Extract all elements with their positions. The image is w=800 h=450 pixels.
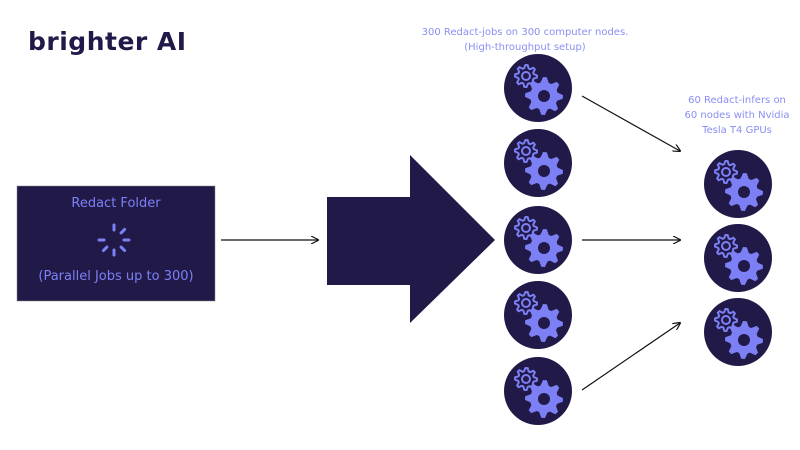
gears-icon: [503, 128, 573, 198]
jobs-label-line1: 300 Redact-jobs on 300 computer nodes.: [422, 27, 629, 38]
redact-infer-node-2[interactable]: [703, 223, 773, 293]
gears-icon: [503, 356, 573, 426]
spinner-icon: [97, 223, 131, 257]
gears-icon: [703, 223, 773, 293]
arrow-job-to-infer-1: [581, 95, 680, 151]
redact-job-node-4[interactable]: [503, 280, 573, 350]
redact-infer-node-1[interactable]: [703, 149, 773, 219]
redact-folder-box[interactable]: Redact Folder (Parallel Jobs up to 300): [16, 185, 216, 302]
redact-folder-title: Redact Folder: [71, 196, 161, 211]
redact-folder-subtitle: (Parallel Jobs up to 300): [38, 269, 193, 284]
gears-icon: [503, 205, 573, 275]
jobs-label-line2: (High-throughput setup): [464, 42, 586, 53]
spinner-dash: [101, 245, 109, 253]
infers-label-line3: Tesla T4 GPUs: [701, 125, 772, 136]
gears-icon: [703, 149, 773, 219]
spinner-dash: [119, 245, 127, 253]
redact-infer-node-3[interactable]: [703, 297, 773, 367]
gears-icon: [703, 297, 773, 367]
redact-job-node-5[interactable]: [503, 356, 573, 426]
big-dispatch-arrow: [327, 155, 495, 323]
gears-icon: [503, 53, 573, 123]
gears-icon: [503, 280, 573, 350]
arrow-job-to-infer-3: [581, 323, 680, 391]
redact-job-node-2[interactable]: [503, 128, 573, 198]
redact-job-node-3[interactable]: [503, 205, 573, 275]
infers-label-line2: 60 nodes with Nvidia: [684, 110, 789, 121]
brighter-ai-logo: brighter AI: [28, 27, 187, 56]
spinner-dash: [119, 227, 127, 235]
infers-label-line1: 60 Redact-infers on: [688, 95, 786, 106]
redact-job-node-1[interactable]: [503, 53, 573, 123]
